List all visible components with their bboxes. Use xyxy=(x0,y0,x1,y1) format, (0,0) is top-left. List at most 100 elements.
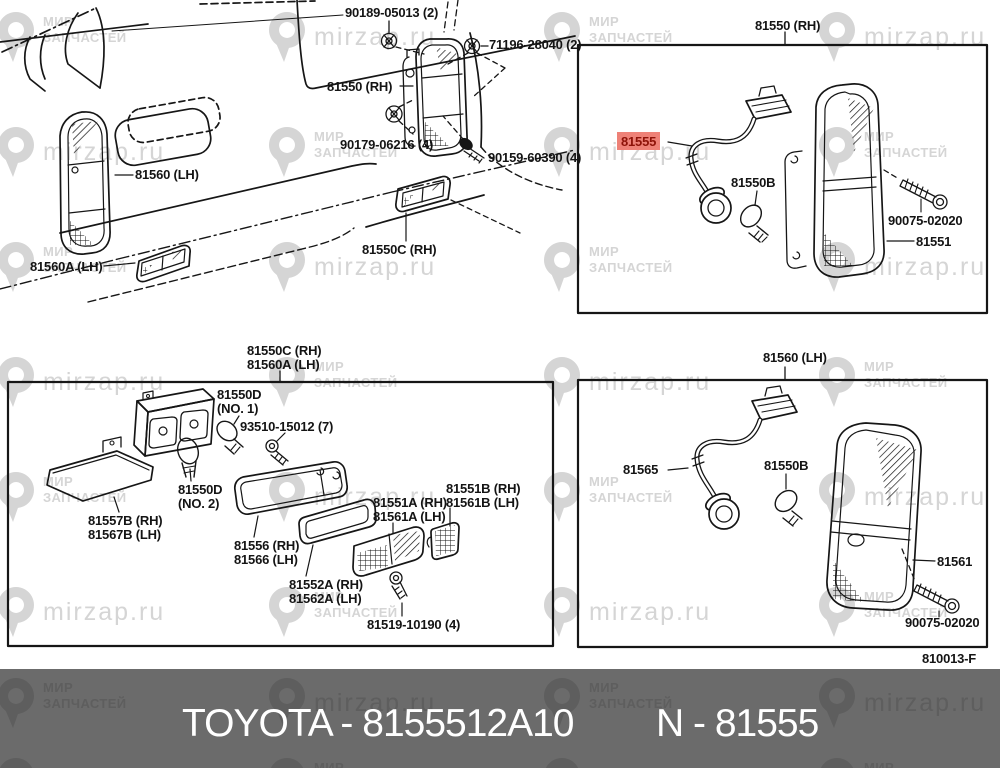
lamp-81561-drawing xyxy=(826,422,936,611)
lens-81551a-drawing xyxy=(352,522,425,577)
nut-71196-drawing xyxy=(447,37,506,98)
brand-pin-icon xyxy=(268,587,305,637)
screw-90075-bottom-drawing xyxy=(901,548,960,618)
screw-90075-top-drawing xyxy=(883,169,948,213)
brand-pin-icon xyxy=(268,127,305,177)
housing-81550d-drawing xyxy=(133,388,240,482)
brand-pin-icon xyxy=(820,758,854,768)
watermark-url-text: mirzap.ru xyxy=(864,483,987,511)
label-81519-10190: 81519-10190 (4) xyxy=(367,617,461,632)
label-93510-15012: 93510-15012 (7) xyxy=(240,419,334,434)
watermark: mirzap.ru xyxy=(265,676,436,730)
vehicle-rear-view xyxy=(0,0,576,303)
label-81551b-81561b: 81551B (RH) 81561B (LH) xyxy=(446,481,521,510)
watermark-url-text: mirzap.ru xyxy=(864,689,987,717)
brand-pin-icon xyxy=(818,357,855,407)
watermark: mirzap.ru xyxy=(815,470,986,524)
header-81550-rh: 81550 (RH) xyxy=(755,18,821,33)
label-81565: 81565 xyxy=(623,462,659,477)
brand-pin-icon xyxy=(818,678,855,728)
tail-lamp-rh-drawing xyxy=(399,38,468,157)
bulb-81550b-bottom-drawing xyxy=(774,473,803,527)
brand-pin-icon xyxy=(0,127,34,177)
detail-box-license-lamp xyxy=(6,370,555,648)
brand-pin-icon xyxy=(0,242,34,292)
watermark-url-text: mirzap.ru xyxy=(314,253,437,281)
socket-wire-81555-drawing xyxy=(667,85,792,224)
grommet-90179-drawing xyxy=(385,99,414,135)
watermark-url-text: mirzap.ru xyxy=(589,598,712,626)
watermark: mirzap.ru xyxy=(265,470,436,524)
watermark-url-text: mirzap.ru xyxy=(43,598,166,626)
bulbs-drawing xyxy=(176,420,244,478)
label-71196-28040: 71196-28040 (2) xyxy=(489,37,582,52)
brand-pin-icon xyxy=(818,127,855,177)
brand-pin-icon xyxy=(268,242,305,292)
label-figure-code: 810013-F xyxy=(922,651,977,666)
watermark-url-text: mirzap.ru xyxy=(314,23,437,51)
watermark-url-text: mirzap.ru xyxy=(864,23,987,51)
brand-pin-icon xyxy=(268,678,305,728)
label-90179-06216: 90179-06216 (4) xyxy=(340,137,434,152)
label-81550c-vehicle: 81550C (RH) xyxy=(362,242,437,257)
screw-90159-drawing xyxy=(442,115,521,234)
brand-pin-icon xyxy=(0,758,33,768)
lamp-81551-drawing xyxy=(784,83,915,278)
label-81560-lh-vehicle: 81560 (LH) xyxy=(135,167,199,182)
detail-box-81550-rh xyxy=(576,31,989,315)
brand-pin-icon xyxy=(268,12,305,62)
label-90189-05013: 90189-05013 (2) xyxy=(345,5,439,20)
watermark: mirzap.ru xyxy=(815,10,986,64)
bracket-81557b-drawing xyxy=(46,436,154,513)
watermark: mirzap.ru xyxy=(0,756,165,768)
housing-81556-drawing xyxy=(233,461,349,538)
socket-wire-81565-drawing xyxy=(667,385,798,530)
brand-pin-icon xyxy=(270,758,304,768)
tail-lamp-lh-drawing xyxy=(59,111,134,255)
watermark: mirzap.ru xyxy=(265,240,436,294)
detail-box-81560-lh xyxy=(576,366,989,649)
header-81550c-81560a: 81550C (RH) 81560A (LH) xyxy=(247,343,322,372)
license-garnish-rh-drawing xyxy=(395,175,451,242)
brand-pin-icon xyxy=(818,12,855,62)
bulb-81550b-top-drawing xyxy=(739,190,769,243)
label-81561: 81561 xyxy=(937,554,973,569)
label-81557b-81567b: 81557B (RH) 81567B (LH) xyxy=(88,513,163,542)
brand-pin-icon xyxy=(543,678,580,728)
brand-pin-icon xyxy=(543,12,580,62)
label-90075-02020-bottom: 90075-02020 xyxy=(905,615,980,630)
watermark: mirzap.ru xyxy=(815,676,986,730)
brand-pin-icon xyxy=(0,678,34,728)
brand-pin-icon xyxy=(268,357,305,407)
lens-81551b-drawing xyxy=(426,507,460,561)
label-81552a-81562a: 81552A (RH) 81562A (LH) xyxy=(289,577,363,606)
label-81550-rh-vehicle: 81550 (RH) xyxy=(327,79,393,94)
label-81560a-vehicle: 81560A (LH) xyxy=(30,259,103,274)
label-81551: 81551 xyxy=(916,234,952,249)
label-81550d-no2: 81550D (NO. 2) xyxy=(178,482,223,511)
label-81551a-81561a: 81551A (RH) 81561A (LH) xyxy=(373,495,447,524)
license-garnish-lh-drawing xyxy=(103,244,191,283)
watermark-url-text: mirzap.ru xyxy=(589,368,712,396)
screw-93510-drawing xyxy=(265,432,289,466)
label-81556-81566: 81556 (RH) 81566 (LH) xyxy=(234,538,300,567)
